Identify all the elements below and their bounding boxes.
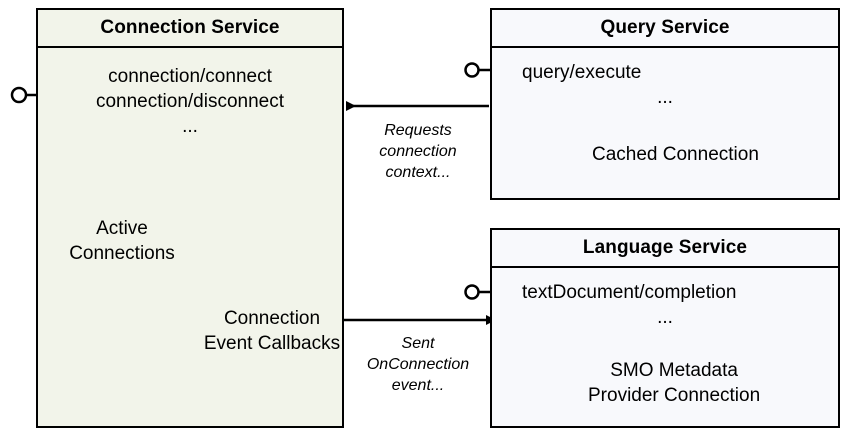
component-connection-service[interactable]: Connection Service connection/connect co… <box>36 8 344 428</box>
operation-connection-disconnect[interactable]: connection/disconnect <box>95 91 284 112</box>
operation-textdocument-completion[interactable]: textDocument/completion <box>522 282 737 303</box>
query-service-operations-ellipsis: ... <box>657 87 673 108</box>
cached-connection-label: Cached Connection <box>592 144 759 165</box>
language-service-title: Language Service <box>492 230 838 268</box>
query-service-body: query/execute ... Cached Connection <box>492 48 838 198</box>
component-language-service[interactable]: Language Service textDocument/completion… <box>490 228 840 428</box>
active-connections-label: Active Connections <box>69 218 175 264</box>
operation-connection-connect[interactable]: connection/connect <box>108 66 272 87</box>
connection-event-callbacks-label: Connection Event Callbacks <box>203 308 341 354</box>
connection-service-body: connection/connect connection/disconnect… <box>38 48 342 426</box>
connection-service-operations-ellipsis: ... <box>182 116 198 137</box>
language-service-operations-ellipsis-wrap: ... <box>492 305 838 330</box>
connection-service-title: Connection Service <box>38 10 342 48</box>
smo-metadata-label: SMO Metadata Provider Connection <box>588 360 761 406</box>
cached-connection-row: Cached Connection <box>592 142 759 167</box>
edge-label-sent-onconnection-event: Sent OnConnection event... <box>366 335 470 394</box>
smo-metadata-row: SMO Metadata Provider Connection <box>588 358 760 408</box>
operation-query-execute[interactable]: query/execute <box>522 62 642 83</box>
language-service-operations-ellipsis: ... <box>657 307 673 328</box>
component-query-service[interactable]: Query Service query/execute ... Cached C… <box>490 8 840 200</box>
connection-service-operations: connection/connect connection/disconnect… <box>38 64 342 139</box>
edge-label-requests-connection-context: Requests connection context... <box>379 122 457 181</box>
query-service-title: Query Service <box>492 10 838 48</box>
query-service-operations-ellipsis-wrap: ... <box>492 85 838 110</box>
language-service-body: textDocument/completion ... SMO Metadata… <box>492 268 838 426</box>
query-service-operations: query/execute <box>492 60 838 85</box>
language-service-operations: textDocument/completion <box>492 280 838 305</box>
